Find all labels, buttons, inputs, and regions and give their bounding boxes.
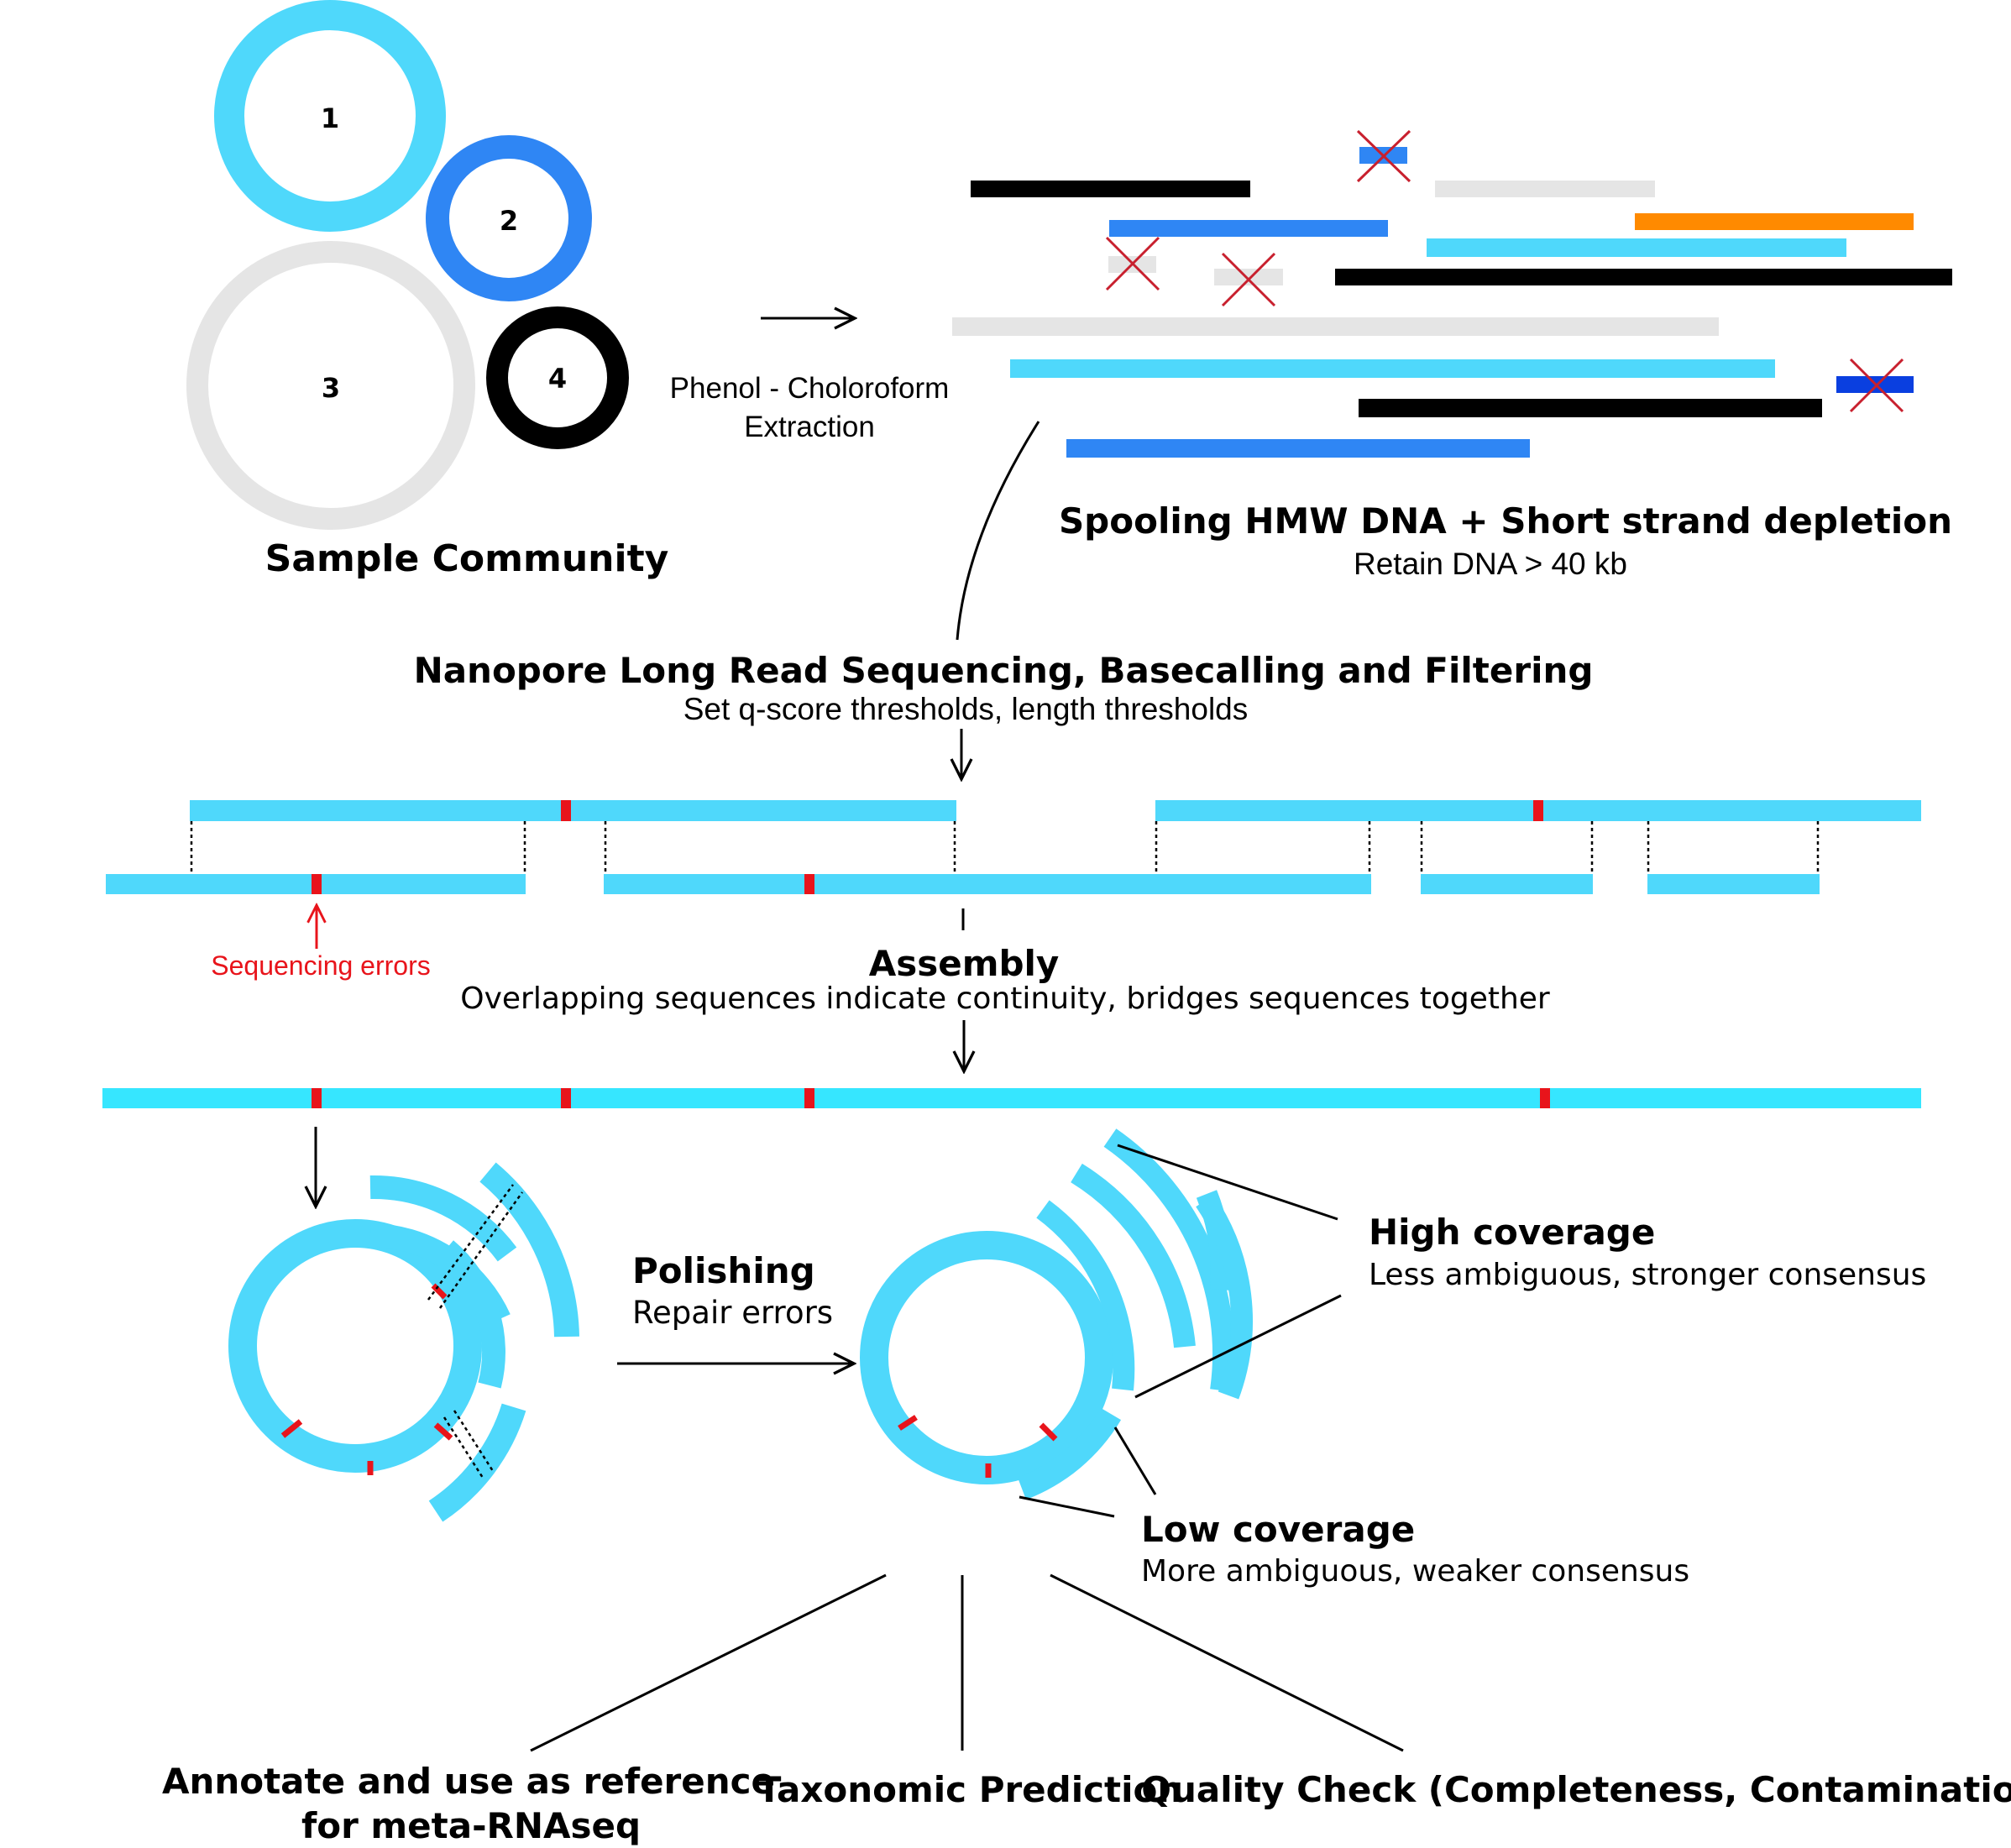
organism-1-label: 1 <box>321 102 339 134</box>
output-branch <box>530 1573 887 1752</box>
read <box>604 874 1371 894</box>
fragment-black <box>1359 399 1822 417</box>
reads <box>106 800 1921 894</box>
genome-error-mark <box>433 1422 453 1441</box>
circular-genome-polished <box>860 1128 1253 1500</box>
read-arc <box>1036 1200 1135 1391</box>
extraction-label-2: Extraction <box>744 411 875 443</box>
contig-bar <box>102 1088 1921 1108</box>
sequencing-subtitle: Set q-score thresholds, length threshold… <box>683 692 1249 726</box>
sequencing-title: Nanopore Long Read Sequencing, Basecalli… <box>414 650 1594 691</box>
error-mark-on-read <box>431 1283 448 1300</box>
sequencing-error-mark <box>312 874 322 894</box>
sequencing-error-mark <box>1533 800 1543 821</box>
output-annotate-line2: for meta-RNAseq <box>301 1805 641 1846</box>
low-coverage-pointer <box>1019 1495 1115 1518</box>
low-coverage-subtitle: More ambiguous, weaker consensus <box>1141 1554 1689 1589</box>
fragment-blue <box>1109 220 1388 237</box>
sequencing-error-mark <box>312 1088 322 1108</box>
assembled-contig <box>102 1088 1921 1108</box>
depletion-cross <box>1105 236 1160 291</box>
genome-ring <box>860 1231 1113 1484</box>
depletion-cross <box>1221 252 1276 307</box>
organism-4-label: 4 <box>548 363 567 395</box>
assembly-subtitle: Overlapping sequences indicate continuit… <box>460 982 1550 1016</box>
read-arc <box>369 1175 517 1262</box>
sequencing-error-mark <box>804 874 814 894</box>
read-arc <box>1103 1128 1235 1392</box>
low-coverage-pointer <box>1113 1427 1157 1495</box>
high-coverage-pointer <box>1117 1144 1338 1221</box>
spooling-title: Spooling HMW DNA + Short strand depletio… <box>1059 500 1952 542</box>
genome-error-mark <box>898 1415 918 1431</box>
organism-2-label: 2 <box>500 205 518 237</box>
genome-error-mark <box>1039 1422 1058 1442</box>
organism-1-ring <box>214 0 446 232</box>
overlap-guides <box>190 821 1820 874</box>
connector-to-sequencing <box>956 421 1040 641</box>
output-taxonomic: Taxonomic Prediction <box>757 1769 1183 1810</box>
fragment-grey <box>1435 181 1655 197</box>
read <box>190 800 956 821</box>
low-coverage-title: Low coverage <box>1141 1509 1415 1550</box>
extraction-label-1: Phenol - Choloroform <box>670 372 950 405</box>
fragment-blue <box>1066 439 1530 458</box>
sequencing-error-mark <box>561 800 571 821</box>
output-annotate-line1: Annotate and use as reference <box>162 1761 775 1802</box>
read-arc <box>1071 1163 1196 1348</box>
sample-community: 1 2 3 4 Sample Community <box>186 0 669 580</box>
fragment-cyan <box>1010 359 1775 378</box>
organism-3-ring <box>186 241 475 530</box>
spooling-subtitle: Retain DNA > 40 kb <box>1354 547 1627 581</box>
alignment-guide <box>427 1184 524 1479</box>
fragment-grey <box>952 317 1719 336</box>
read-arc <box>479 1162 579 1338</box>
high-coverage-subtitle: Less ambiguous, stronger consensus <box>1369 1258 1926 1292</box>
assembly-title: Assembly <box>869 943 1060 984</box>
high-coverage-pointer <box>1134 1294 1342 1399</box>
read <box>1647 874 1820 894</box>
organism-3-label: 3 <box>322 372 340 404</box>
fragment-cyan <box>1427 238 1846 257</box>
output-quality: Quality Check (Completeness, Contaminati… <box>1141 1769 2011 1810</box>
genome-ring <box>228 1219 482 1473</box>
depletion-cross <box>1356 129 1411 183</box>
fragment-black <box>1335 269 1952 285</box>
organism-2-ring <box>426 135 592 301</box>
sequencing-error-mark <box>1540 1088 1550 1108</box>
output-branch <box>1050 1573 1404 1752</box>
organism-4-ring <box>486 306 629 449</box>
circular-genome-unpolished <box>228 1162 579 1522</box>
sequencing-errors-label: Sequencing errors <box>211 950 430 981</box>
read-arc <box>1017 1407 1122 1500</box>
read <box>1421 874 1593 894</box>
community-title: Sample Community <box>265 537 669 580</box>
polishing-title: Polishing <box>632 1250 815 1291</box>
polishing-subtitle: Repair errors <box>632 1295 833 1331</box>
fragment-short-grey <box>1214 269 1283 285</box>
dna-fragments <box>952 129 1952 458</box>
high-coverage-title: High coverage <box>1369 1212 1655 1253</box>
depletion-cross <box>1849 358 1904 413</box>
read-arc <box>1196 1194 1253 1400</box>
genome-error-mark <box>280 1419 303 1438</box>
read-arc <box>428 1403 526 1522</box>
sequencing-error-mark <box>561 1088 571 1108</box>
fragment-black <box>971 181 1250 197</box>
read-arc <box>437 1240 505 1389</box>
sequencing-error-mark <box>804 1088 814 1108</box>
fragment-orange <box>1635 213 1914 230</box>
